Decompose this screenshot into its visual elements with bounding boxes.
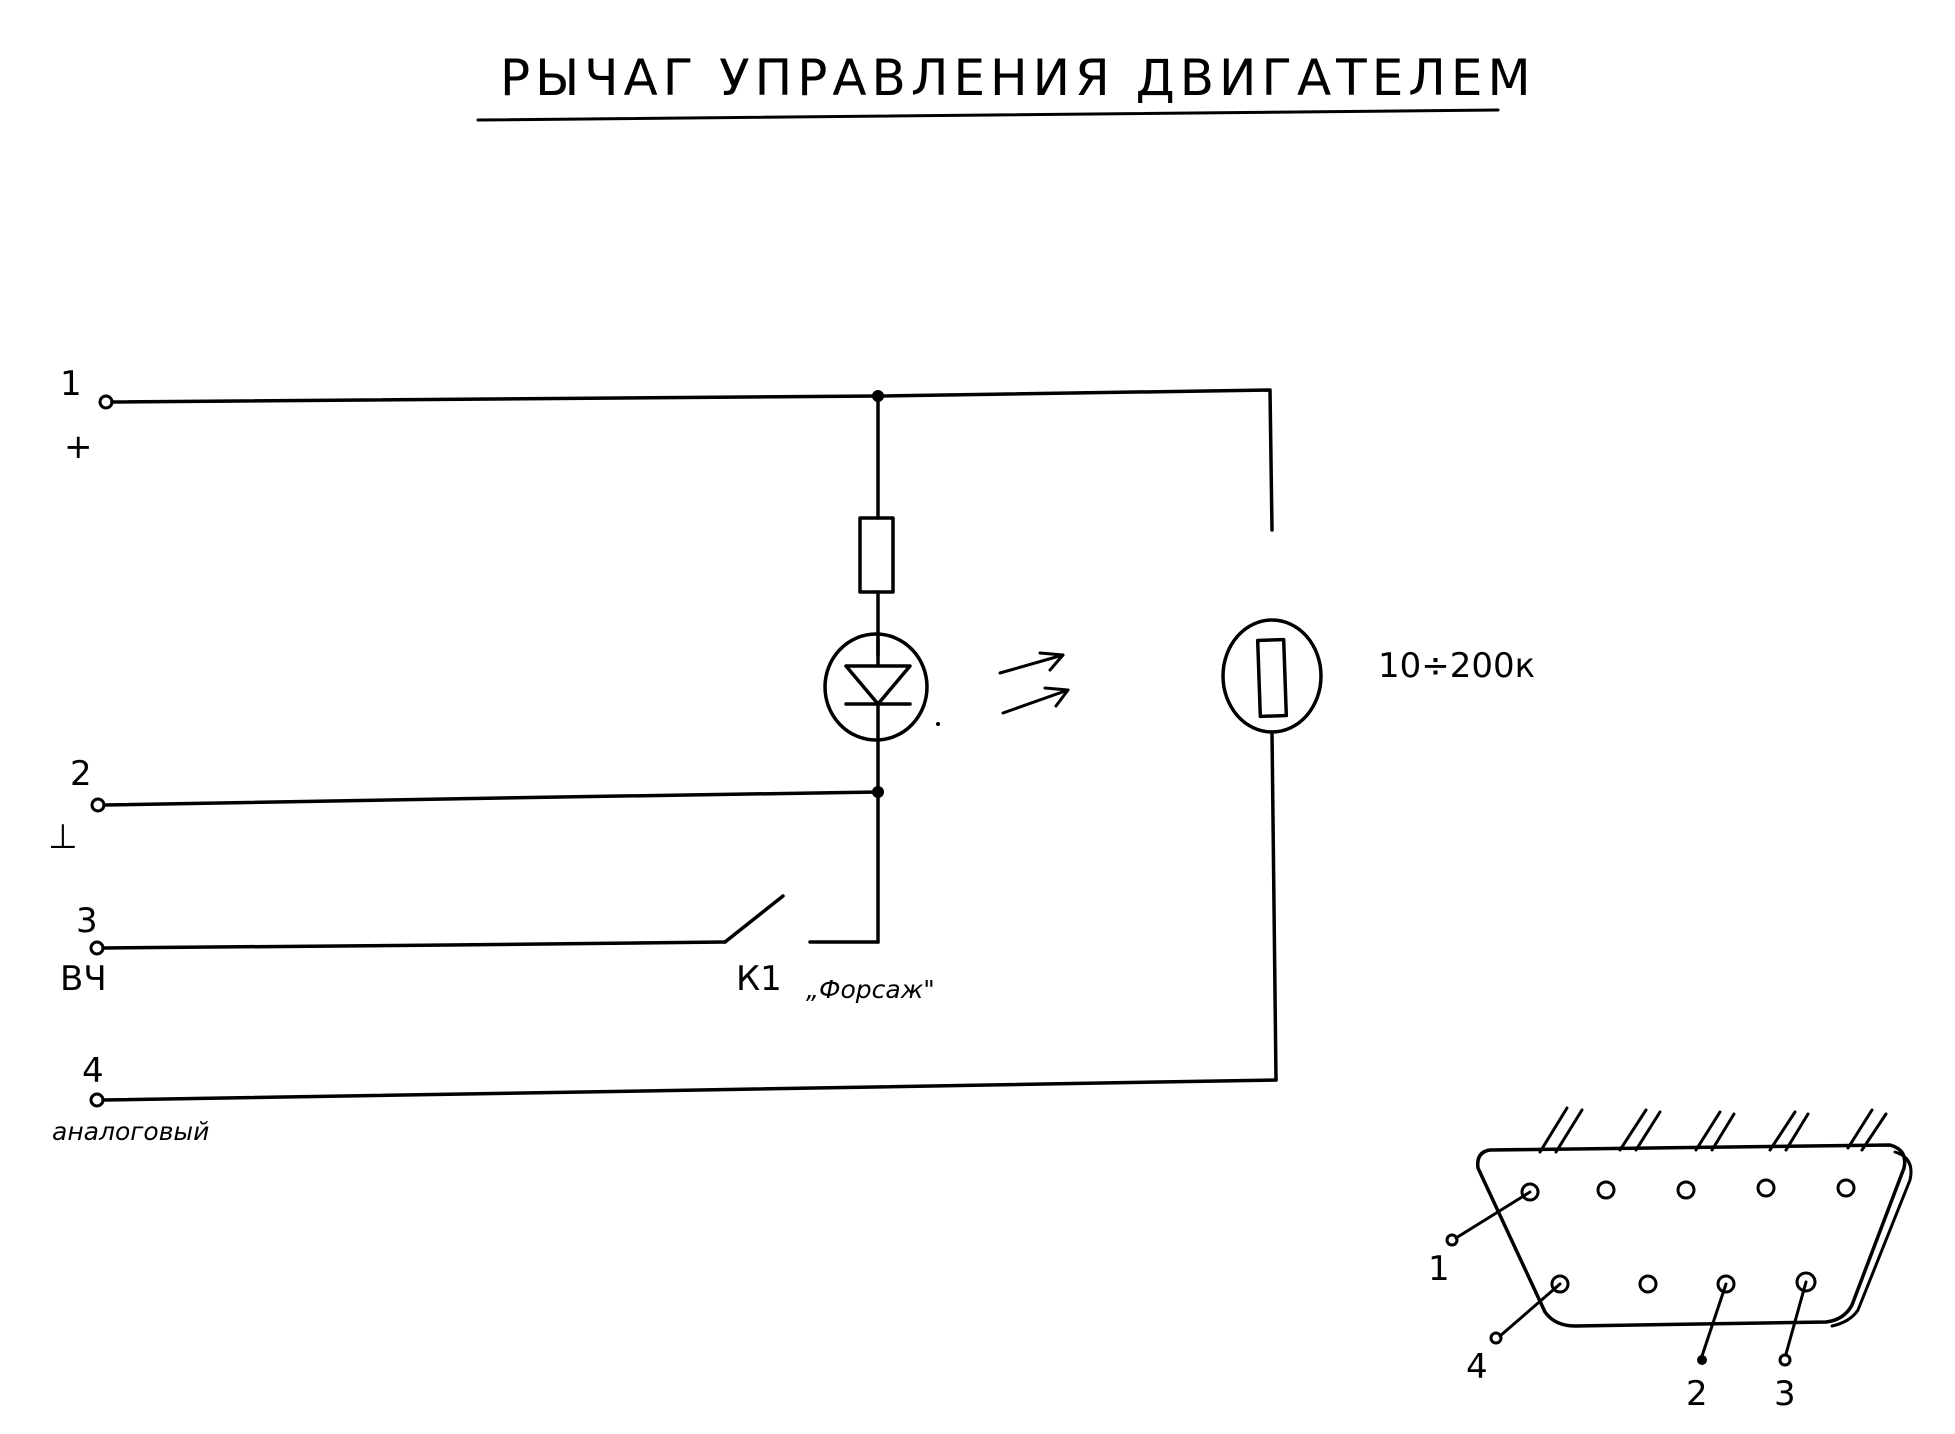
db9-connector: 1 4 2 3 bbox=[1428, 1106, 1913, 1414]
photoresistor bbox=[1221, 618, 1323, 734]
pin-2-leader bbox=[1700, 1282, 1728, 1358]
wire-ground bbox=[102, 790, 880, 807]
led-body bbox=[823, 632, 929, 742]
terminal-4-number: 4 bbox=[82, 1051, 104, 1091]
led-triangle bbox=[844, 664, 912, 706]
wire-analog bbox=[101, 1078, 1278, 1102]
connector-hole-1 bbox=[1520, 1182, 1540, 1202]
connector-hole-4 bbox=[1756, 1178, 1776, 1198]
light-arrow-2 bbox=[1001, 688, 1070, 715]
light-arrows bbox=[998, 651, 1070, 715]
page-title: РЫЧАГ УПРАВЛЕНИЯ ДВИГАТЕЛЕМ bbox=[500, 49, 1536, 107]
photoresistor-range-label: 10÷200к bbox=[1378, 646, 1535, 686]
terminal-2: 2 ⊥ bbox=[48, 754, 106, 857]
terminal-3-signal: ВЧ bbox=[60, 959, 107, 999]
pin-1-leader-end bbox=[1445, 1233, 1459, 1247]
light-arrow-2-head bbox=[1043, 686, 1070, 708]
terminal-3-contact bbox=[89, 940, 105, 956]
pin-1-label: 1 bbox=[1428, 1249, 1450, 1289]
light-arrow-1 bbox=[998, 653, 1065, 675]
terminal-4-contact bbox=[89, 1092, 105, 1108]
connector-tab-4b bbox=[1784, 1112, 1810, 1152]
connector-tab-1 bbox=[1538, 1106, 1569, 1154]
connector-tab-3 bbox=[1694, 1110, 1722, 1152]
pin-4-label: 4 bbox=[1466, 1347, 1488, 1387]
terminal-4-signal: аналоговый bbox=[52, 1117, 209, 1146]
connector-tab-2b bbox=[1634, 1110, 1662, 1152]
title-underline bbox=[476, 108, 1500, 122]
stray-dot bbox=[936, 722, 940, 726]
connector-tab-3b bbox=[1710, 1112, 1736, 1152]
pin-3-leader bbox=[1784, 1280, 1808, 1356]
pin-2-label: 2 bbox=[1686, 1374, 1708, 1414]
terminal-1-contact bbox=[98, 394, 114, 410]
pin-4-leader-end bbox=[1489, 1331, 1503, 1345]
wire-positive-rail bbox=[110, 388, 1274, 532]
wire-hf bbox=[101, 940, 727, 950]
terminal-3-number: 3 bbox=[76, 901, 98, 941]
connector-hole-9 bbox=[1795, 1271, 1817, 1293]
terminal-1-number: 1 bbox=[60, 364, 82, 404]
wire-photoresistor-down bbox=[1270, 730, 1278, 1082]
pin-3-leader-end bbox=[1778, 1353, 1792, 1367]
terminal-3: 3 ВЧ bbox=[60, 901, 107, 999]
switch-k1-designator: К1 bbox=[736, 959, 782, 999]
connector-tab-2 bbox=[1618, 1108, 1648, 1152]
switch-k1-blade bbox=[723, 894, 785, 944]
connector-hole-5 bbox=[1836, 1178, 1856, 1198]
connector-shell-edge bbox=[1830, 1150, 1913, 1328]
connector-tab-5 bbox=[1846, 1108, 1874, 1150]
connector-hole-8 bbox=[1716, 1274, 1736, 1294]
resistor bbox=[858, 516, 895, 594]
connector-tab-4 bbox=[1768, 1110, 1797, 1152]
light-arrow-1-head bbox=[1038, 651, 1065, 672]
photoresistor-element bbox=[1255, 637, 1289, 719]
terminal-2-signal: ⊥ bbox=[48, 817, 78, 857]
connector-hole-6 bbox=[1550, 1274, 1570, 1294]
switch-k1-name: „Форсаж" bbox=[806, 975, 935, 1004]
connector-tab-1b bbox=[1554, 1108, 1584, 1154]
terminal-2-number: 2 bbox=[70, 754, 92, 794]
connector-hole-2 bbox=[1596, 1180, 1616, 1200]
pin-2-leader-end bbox=[1697, 1355, 1707, 1365]
connector-hole-3 bbox=[1676, 1180, 1696, 1200]
pin-3-label: 3 bbox=[1774, 1374, 1796, 1414]
pin-1-leader bbox=[1454, 1190, 1532, 1240]
terminal-1: 1 + bbox=[60, 364, 114, 467]
terminal-2-contact bbox=[90, 797, 106, 813]
terminal-1-signal: + bbox=[64, 427, 93, 467]
terminal-4: 4 аналоговый bbox=[52, 1051, 209, 1146]
pin-4-leader bbox=[1498, 1282, 1562, 1338]
led bbox=[823, 632, 929, 742]
connector-hole-7 bbox=[1638, 1274, 1658, 1294]
